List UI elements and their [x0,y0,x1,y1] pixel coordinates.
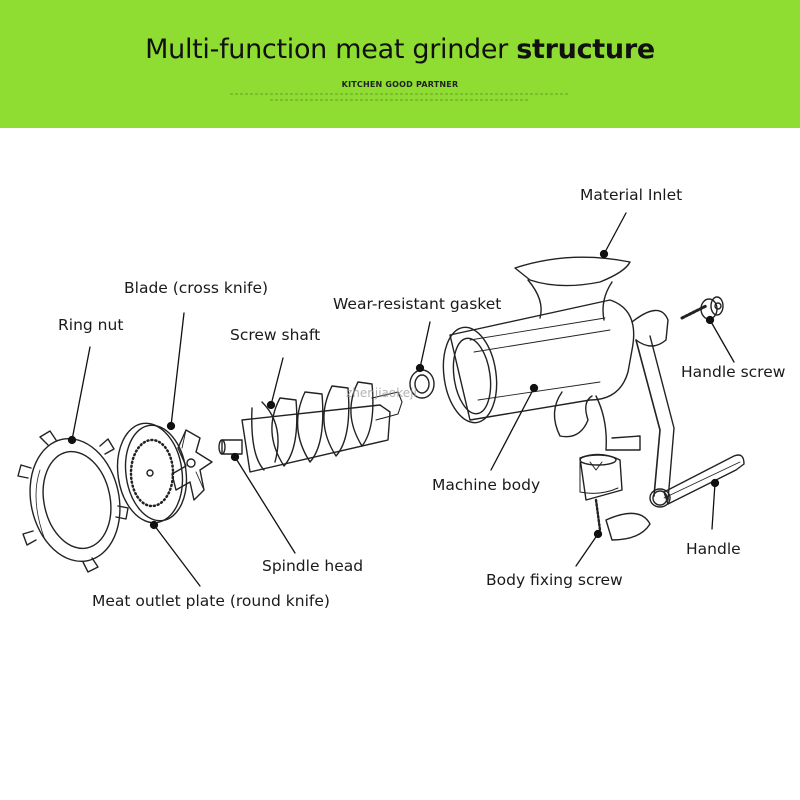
label-machine-body: Machine body [432,476,541,494]
title-bold: structure [516,34,655,65]
handle-part [652,454,745,506]
machine-body-marker [529,383,539,393]
material-inlet-marker [599,249,609,259]
label-screw-shaft: Screw shaft [230,326,321,344]
gasket-marker [415,363,425,373]
label-handle-screw: Handle screw [681,363,786,381]
label-body-fixing-screw: Body fixing screw [486,571,623,589]
ring-nut-part [17,430,129,573]
fine-print-decoration [230,93,570,101]
handle-screw-marker [705,315,715,325]
label-spindle-head: Spindle head [262,557,364,575]
handle-marker [710,478,720,488]
screw-shaft-marker [266,400,276,410]
label-ring-nut: Ring nut [58,316,124,334]
title-regular: Multi-function meat grinder [145,34,517,65]
blade-part [171,429,213,501]
ring-nut-marker [67,435,77,445]
page-title: Multi-function meat grinder structure [0,34,800,65]
label-handle: Handle [686,540,741,558]
page-subtitle: KITCHEN GOOD PARTNER [341,80,459,89]
outlet-plate-part [116,422,188,524]
leader-lines [67,212,735,587]
label-gasket: Wear-resistant gasket [333,295,502,313]
spindle-head-marker [230,452,240,462]
machine-body-part [442,256,675,541]
watermark: zhenjiaokeji [346,386,417,400]
outlet-plate-marker [149,520,159,530]
header-banner: Multi-function meat grinder structure KI… [0,0,800,128]
label-outlet-plate: Meat outlet plate (round knife) [92,592,330,610]
blade-marker [166,421,176,431]
screw-shaft-part [218,381,403,473]
body-fixing-screw-marker [593,529,603,539]
label-blade: Blade (cross knife) [124,279,269,297]
label-material-inlet: Material Inlet [580,186,683,204]
handle-screw-part [680,296,724,320]
